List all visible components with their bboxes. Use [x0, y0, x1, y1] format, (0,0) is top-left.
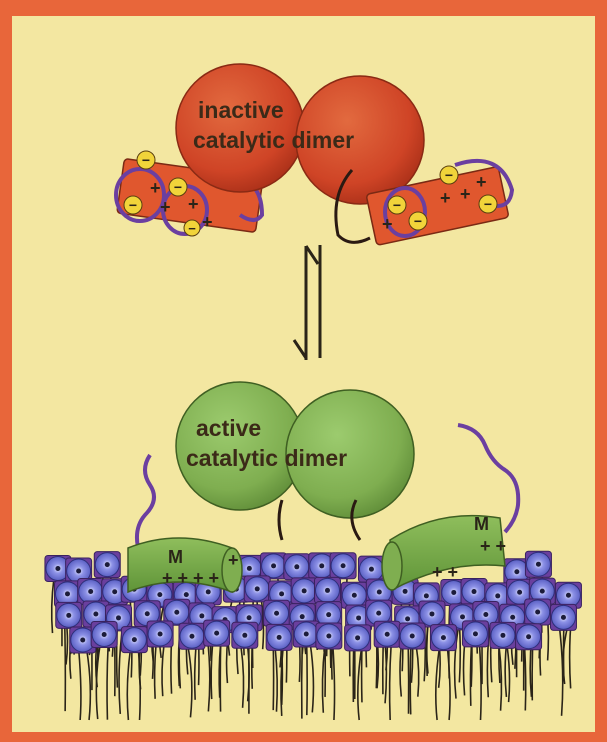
equilibrium-arrows-icon — [294, 245, 320, 360]
wavy-linker-left — [137, 455, 154, 555]
svg-text:−: − — [142, 152, 150, 168]
lipid-head — [341, 582, 367, 608]
positive-charge-icon: + — [476, 172, 487, 192]
lipid-head — [264, 600, 290, 626]
active-label-line2: catalytic dimer — [186, 445, 347, 471]
positive-charge-icon: + — [440, 188, 451, 208]
negative-charge-icon: − — [124, 196, 142, 214]
lipid-tail — [188, 646, 192, 717]
lipid-head — [121, 627, 147, 653]
positive-charge-icon: + — [382, 214, 393, 234]
lipid-tail — [162, 644, 164, 696]
negative-charge-icon: − — [479, 195, 497, 213]
membrane-domain-right: M + + + + — [382, 514, 506, 590]
negative-charge-icon: − — [409, 212, 427, 230]
lipid-tail — [65, 625, 66, 711]
svg-text:+ +: + + — [480, 536, 506, 556]
lipid-head — [91, 621, 117, 647]
lipid-head — [525, 551, 551, 577]
lipid-head — [147, 621, 173, 647]
svg-text:−: − — [393, 197, 401, 213]
lipid-tail — [96, 644, 100, 719]
positive-charge-icon: + — [460, 184, 471, 204]
negative-charge-icon: − — [440, 166, 458, 184]
membrane-domain-left: M + + + + + — [128, 538, 242, 592]
svg-text:−: − — [445, 167, 453, 183]
lipid-tail — [79, 650, 81, 720]
negative-charge-icon: − — [388, 196, 406, 214]
lipid-tail — [479, 644, 481, 720]
lipid-tail — [559, 627, 562, 715]
svg-text:+: + — [228, 550, 239, 570]
svg-text:+ + + +: + + + + — [162, 568, 219, 588]
svg-text:−: − — [174, 179, 182, 195]
svg-text:−: − — [414, 213, 422, 229]
lipid-head — [345, 625, 371, 651]
inactive-dimer: − − − − + + + + − − − − — [116, 64, 512, 245]
lipid-head — [550, 604, 576, 630]
lipid-tail — [507, 645, 510, 702]
inactive-label-line1: inactive — [198, 97, 284, 123]
lipid-tail — [87, 650, 91, 720]
lipid-head — [330, 553, 356, 579]
lipid-tail — [107, 644, 108, 719]
lipid-tail — [155, 644, 157, 699]
active-label-line1: active — [196, 415, 261, 441]
inactive-label-line2: catalytic dimer — [193, 127, 354, 153]
positive-charge-icon: + — [188, 194, 199, 214]
lipid-tail — [241, 645, 244, 707]
lipid-head — [284, 554, 310, 580]
lipid-head — [374, 621, 400, 647]
lipid-tail — [52, 578, 54, 633]
lipid-head — [204, 620, 230, 646]
membrane-domain-label: M — [474, 514, 489, 534]
lipid-tail — [302, 644, 303, 719]
lipid-tail — [195, 646, 196, 700]
linker-icon — [279, 500, 282, 540]
lipid-head — [179, 623, 205, 649]
lipid-head — [232, 622, 258, 648]
svg-text:−: − — [188, 221, 196, 236]
lipid-membrane — [45, 551, 582, 720]
lipid-head — [244, 576, 270, 602]
lipid-head — [490, 622, 516, 648]
lipid-head — [358, 556, 384, 582]
negative-charge-icon: − — [137, 151, 155, 169]
lipid-tail — [390, 644, 392, 720]
membrane-domain-label: M — [168, 547, 183, 567]
lipid-head — [56, 602, 82, 628]
lipid-head — [399, 623, 425, 649]
svg-text:+ +: + + — [432, 562, 458, 582]
lipid-head — [516, 624, 542, 650]
lipid-tail — [333, 646, 335, 720]
lipid-head — [293, 621, 319, 647]
lipid-head — [266, 624, 292, 650]
svg-text:−: − — [129, 197, 137, 213]
lipid-tail — [211, 643, 212, 699]
positive-charge-icon: + — [150, 178, 161, 198]
lipid-tail — [127, 650, 130, 720]
lipid-tail — [525, 647, 526, 711]
lipid-head — [291, 578, 317, 604]
lipid-head — [261, 553, 287, 579]
negative-charge-icon: − — [184, 220, 200, 236]
lipid-head — [461, 579, 487, 605]
lipid-head — [316, 623, 342, 649]
lipid-tail — [416, 646, 419, 697]
lipid-tail — [275, 647, 277, 711]
lipid-head — [525, 599, 551, 625]
lipid-head — [94, 552, 120, 578]
positive-charge-icon: + — [160, 197, 171, 217]
svg-text:−: − — [484, 196, 492, 212]
lipid-head — [430, 625, 456, 651]
positive-charge-icon: + — [202, 212, 213, 232]
lipid-head — [462, 621, 488, 647]
negative-charge-icon: − — [169, 178, 187, 196]
lipid-head — [314, 577, 340, 603]
lipid-tail — [310, 644, 313, 712]
